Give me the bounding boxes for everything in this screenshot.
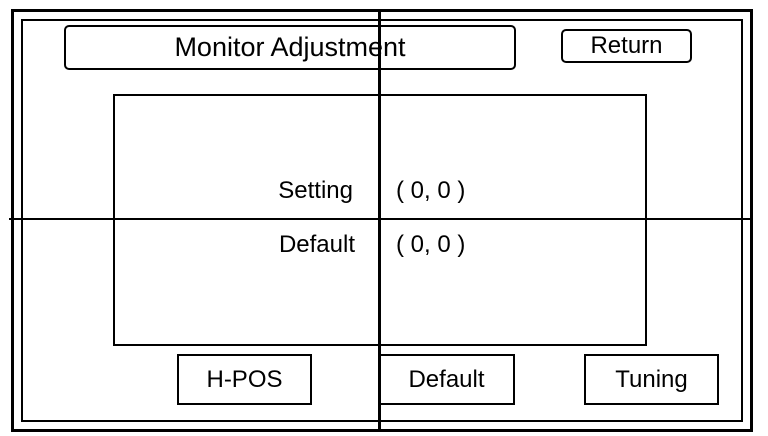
page-title-text: Monitor Adjustment [174,32,406,62]
default-button[interactable]: Default [380,354,515,405]
tuning-button-label: Tuning [615,365,688,393]
h-pos-button[interactable]: H-POS [177,354,312,405]
page-title: Monitor Adjustment [64,25,516,70]
setting-label: Setting [278,177,353,204]
default-label: Default [278,231,355,258]
vertical-crosshair-line [378,9,381,432]
h-pos-button-label: H-POS [206,365,283,393]
return-button[interactable]: Return [561,29,692,63]
default-button-label: Default [408,365,485,393]
tuning-button[interactable]: Tuning [584,354,719,405]
outer-frame [11,9,753,432]
return-button-label: Return [590,32,663,59]
horizontal-crosshair-line [9,218,752,220]
inner-frame [21,19,743,422]
setting-value: ( 0, 0 ) [396,177,466,204]
default-value: ( 0, 0 ) [396,231,466,258]
